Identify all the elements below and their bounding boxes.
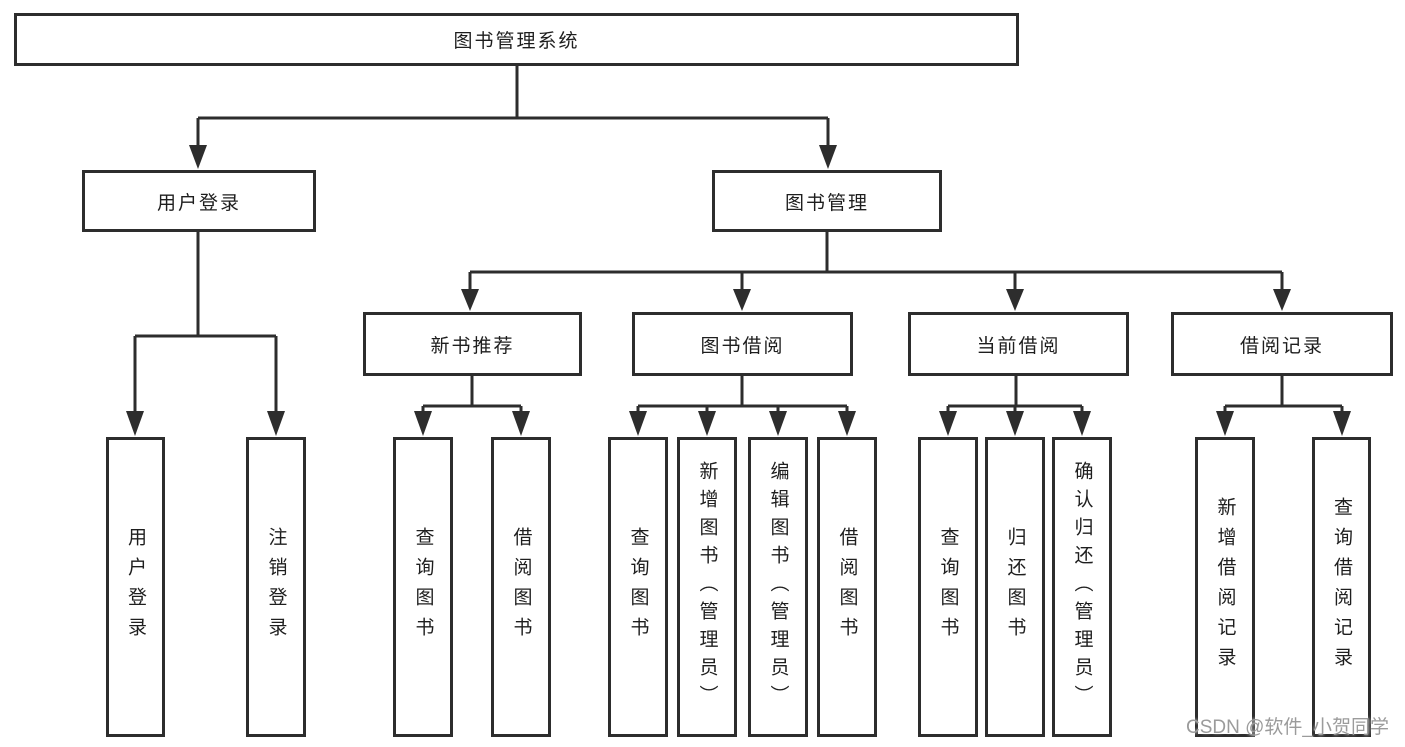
leaf-borrow-books-borrowing-label: 借阅图书 [836,527,858,647]
leaf-add-borrow-record-label: 新增借阅记录 [1214,497,1236,677]
arrow-to-leaf-add-borrow-record [1216,411,1234,436]
leaf-add-book-admin: 新增图书（管理员） [677,437,737,737]
arrow-to-current-borrowing [1006,289,1024,311]
leaf-logout-label: 注销登录 [265,527,287,647]
leaf-query-books-current: 查询图书 [918,437,978,737]
arrow-to-user-login [189,145,207,169]
arrow-to-leaf-confirm-return [1073,411,1091,436]
node-book-borrowing-label: 图书借阅 [700,335,785,357]
leaf-edit-book-admin-label: 编辑图书（管理员） [767,461,789,713]
leaf-query-books-recommend: 查询图书 [393,437,453,737]
node-root-label: 图书管理系统 [453,31,580,52]
arrow-to-leaf-return-books [1006,411,1024,436]
leaf-query-books-recommend-label: 查询图书 [412,527,434,647]
node-new-book-recommend: 新书推荐 [363,312,582,376]
leaf-user-login-label: 用户登录 [125,527,146,647]
leaf-confirm-return-admin-label: 确认归还（管理员） [1071,461,1093,713]
leaf-logout: 注销登录 [246,437,306,737]
arrow-to-borrowing-records [1273,289,1291,311]
node-root: 图书管理系统 [14,13,1019,66]
csdn-watermark: CSDN @软件_小贺同学 [1186,717,1389,738]
leaf-query-books-current-label: 查询图书 [937,527,959,647]
arrow-to-leaf-edit-book [769,411,787,436]
leaf-query-books-borrowing-label: 查询图书 [627,527,649,647]
leaf-borrow-books-recommend: 借阅图书 [491,437,551,737]
arrow-to-leaf-logout [267,411,285,436]
arrow-to-leaf-query-books-borrowing [629,411,647,436]
edge-userlogin-to-leaves [133,232,278,413]
node-book-borrowing: 图书借阅 [632,312,853,376]
arrow-to-leaf-borrow-books-recommend [512,411,530,436]
leaf-add-borrow-record: 新增借阅记录 [1195,437,1255,737]
edge-borrowing-to-leaves [636,376,849,414]
node-borrowing-records-label: 借阅记录 [1239,335,1324,357]
leaf-query-books-borrowing: 查询图书 [608,437,668,737]
edge-recommend-to-leaves [421,376,523,414]
leaf-edit-book-admin: 编辑图书（管理员） [748,437,808,737]
edge-bookmgmt-to-level3 [468,232,1284,291]
node-book-management-label: 图书管理 [784,192,869,214]
leaf-query-borrow-record-label: 查询借阅记录 [1331,497,1352,677]
leaf-borrow-books-borrowing: 借阅图书 [817,437,877,737]
arrow-to-book-management [819,145,837,169]
node-current-borrowing-label: 当前借阅 [976,335,1061,357]
arrow-to-leaf-query-books-current [939,411,957,436]
node-borrowing-records: 借阅记录 [1171,312,1393,376]
edge-root-to-level2 [196,66,830,147]
arrow-to-leaf-add-book [698,411,716,436]
arrow-to-leaf-borrow-books-borrowing [838,411,856,436]
leaf-return-books-label: 归还图书 [1004,527,1026,647]
arrow-to-new-book-recommend [461,289,479,311]
leaf-confirm-return-admin: 确认归还（管理员） [1052,437,1112,737]
leaf-return-books: 归还图书 [985,437,1045,737]
leaf-query-borrow-record: 查询借阅记录 [1312,437,1371,737]
arrow-to-book-borrowing [733,289,751,311]
node-user-login: 用户登录 [82,170,316,232]
node-book-management: 图书管理 [712,170,942,232]
edge-current-to-leaves [946,376,1084,414]
leaf-borrow-books-recommend-label: 借阅图书 [510,527,532,647]
arrowheads [126,145,1351,436]
arrow-to-leaf-query-borrow-record [1333,411,1351,436]
node-current-borrowing: 当前借阅 [908,312,1129,376]
node-new-book-recommend-label: 新书推荐 [430,335,515,357]
leaf-user-login: 用户登录 [106,437,165,737]
edge-records-to-leaves [1223,376,1344,414]
leaf-add-book-admin-label: 新增图书（管理员） [696,461,718,713]
arrow-to-leaf-query-books-recommend [414,411,432,436]
node-user-login-label: 用户登录 [156,192,241,214]
arrow-to-leaf-user-login [126,411,144,436]
